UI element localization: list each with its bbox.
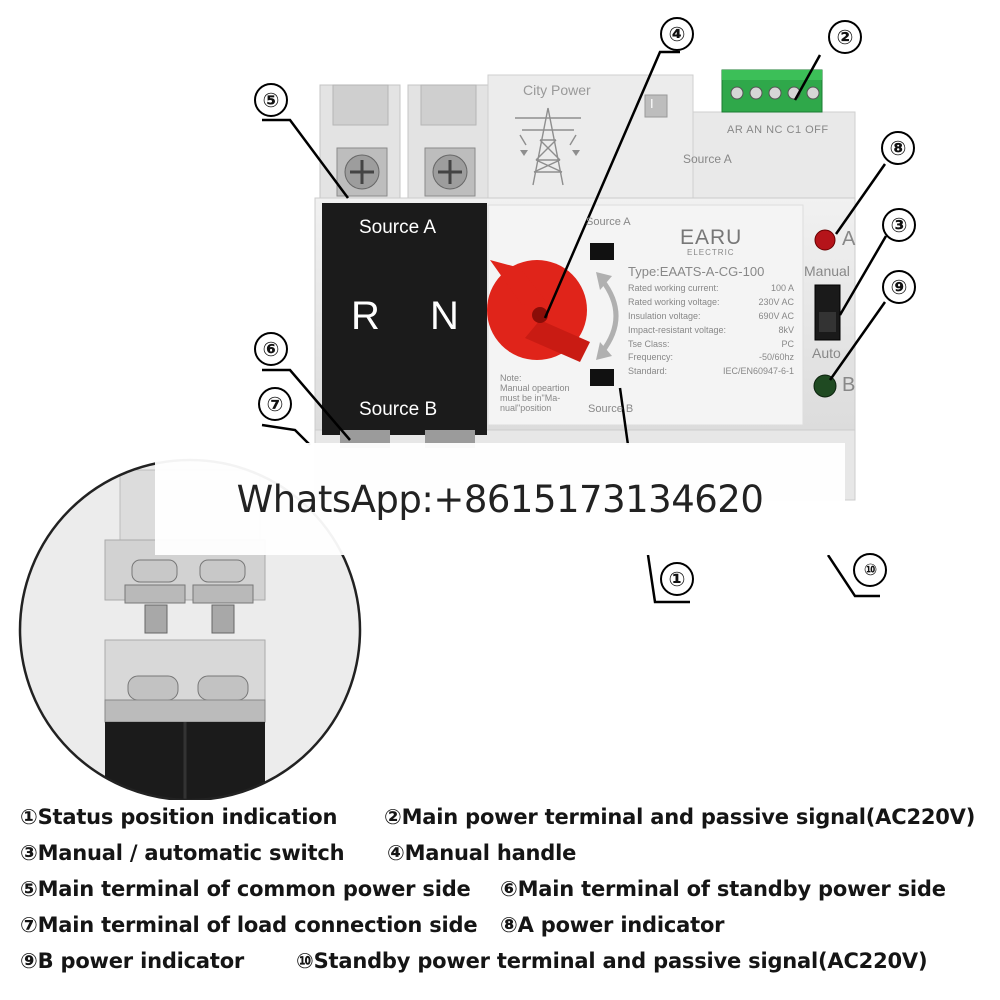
whatsapp-contact: WhatsApp:+8615173134620: [236, 477, 764, 521]
leader-lines: [261, 50, 888, 604]
power-pylon-icon: [515, 107, 581, 186]
callout-6: ⑥: [254, 332, 288, 366]
note-line: must be in"Ma-: [500, 393, 561, 403]
legend-row: ⑤Main terminal of common power side ⑥Mai…: [20, 877, 990, 913]
callout-9: ⑨: [882, 270, 916, 304]
callout-2: ②: [828, 20, 862, 54]
signal-terminal-section: [692, 111, 856, 201]
manual-label: Manual: [804, 263, 850, 279]
r-label: R: [351, 294, 380, 338]
ats-device-illustration: [18, 50, 888, 800]
callout-5: ⑤: [254, 83, 288, 117]
legend-item-10: ⑩Standby power terminal and passive sign…: [296, 949, 928, 973]
callout-10: ⑩: [853, 553, 887, 587]
whatsapp-banner: WhatsApp:+8615173134620: [155, 443, 845, 555]
top-screw-r: [336, 147, 388, 197]
note-line: Note:: [500, 373, 522, 383]
handle-source-b-label: Source B: [588, 403, 634, 415]
led-a: [814, 229, 836, 251]
legend-row: ⑨B power indicator ⑩Standby power termin…: [20, 949, 990, 985]
legend-item-4: ④Manual handle: [387, 841, 577, 865]
position-window-b: [590, 369, 614, 386]
legend-item-8: ⑧A power indicator: [500, 913, 725, 937]
spec-row: Tse Class:PC: [628, 339, 794, 349]
indicator-a-label: A: [842, 228, 856, 250]
legend-row: ③Manual / automatic switch ④Manual handl…: [20, 841, 990, 877]
black-source-a-label: Source A: [359, 217, 437, 238]
position-window-a: [590, 243, 614, 260]
spec-row: Rated working current:100 A: [628, 283, 794, 293]
note-line: Manual opeartion: [500, 383, 570, 393]
terminal-labels: AR AN NC C1 OFF: [727, 124, 829, 136]
brand-name: EARU: [680, 226, 743, 249]
spec-row: Standard:IEC/EN60947-6-1: [628, 366, 794, 376]
handle-source-a-label: Source A: [586, 216, 631, 228]
legend-item-9: ⑨B power indicator: [20, 949, 245, 973]
legend-row: ①Status position indication ②Main power …: [20, 805, 990, 841]
legend-item-1: ①Status position indication: [20, 805, 338, 829]
roman-one-label: I: [650, 96, 654, 111]
spec-row: Insulation voltage:690V AC: [628, 311, 794, 321]
top-screw-n: [424, 147, 476, 197]
note-line: nual"position: [500, 403, 552, 413]
callout-4: ④: [660, 17, 694, 51]
rotation-arrow: [600, 278, 619, 354]
led-b: [813, 374, 837, 398]
spec-row: Frequency:-50/60hz: [628, 352, 794, 362]
callout-7: ⑦: [258, 387, 292, 421]
legend-item-2: ②Main power terminal and passive signal(…: [384, 805, 976, 829]
callout-3: ③: [882, 208, 916, 242]
top-source-a-label: Source A: [683, 152, 732, 166]
manual-handle: [487, 260, 590, 362]
legend-item-5: ⑤Main terminal of common power side: [20, 877, 471, 901]
brand-subtitle: ELECTRIC: [687, 248, 735, 257]
callout-1: ①: [660, 562, 694, 596]
legend-item-6: ⑥Main terminal of standby power side: [500, 877, 946, 901]
auto-label: Auto: [812, 345, 841, 361]
callout-8: ⑧: [881, 131, 915, 165]
signal-terminal-block: [721, 69, 823, 113]
city-power-label: City Power: [523, 82, 591, 98]
spec-row: Rated working voltage:230V AC: [628, 297, 794, 307]
type-label: Type:EAATS-A-CG-100: [628, 264, 765, 279]
legend-item-7: ⑦Main terminal of load connection side: [20, 913, 478, 937]
legend-item-3: ③Manual / automatic switch: [20, 841, 345, 865]
legend-row: ⑦Main terminal of load connection side ⑧…: [20, 913, 990, 949]
spec-row: Impact-resistant voltage:8kV: [628, 325, 794, 335]
indicator-b-label: B: [842, 374, 856, 396]
legend: ①Status position indication ②Main power …: [20, 805, 990, 985]
black-terminal-cover: [322, 203, 487, 435]
black-source-b-label: Source B: [359, 399, 438, 420]
n-label: N: [430, 294, 459, 338]
